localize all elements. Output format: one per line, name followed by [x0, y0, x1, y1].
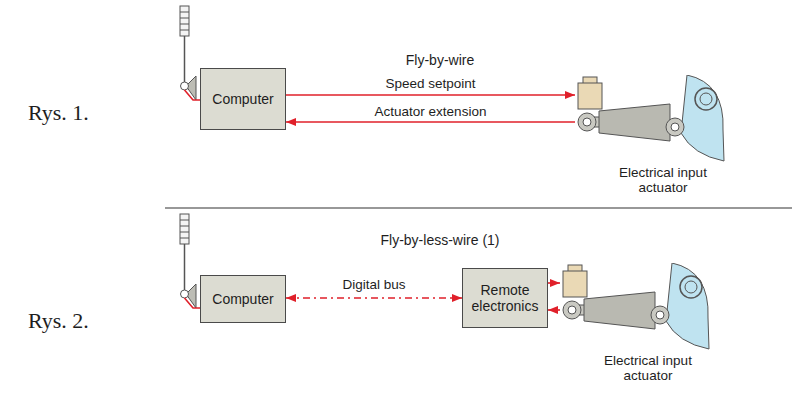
- node-text: Electrical input actuator: [603, 165, 723, 195]
- text-wrap: Computer: [212, 291, 273, 307]
- actuator: Electrical input actuator: [560, 263, 710, 383]
- node-text: Computer: [212, 91, 273, 107]
- panel-title: Fly-by-less-wire (1): [381, 232, 500, 248]
- actuator: Electrical input actuator: [575, 75, 725, 195]
- signal-label: Digital bus: [340, 277, 407, 292]
- computer-box: Computer: [200, 68, 286, 130]
- signal-arrow: [286, 121, 575, 123]
- figure-number: Rys. 2.: [28, 308, 89, 334]
- signal-arrow: [548, 309, 560, 311]
- control-stick: [180, 214, 200, 308]
- text-wrap: Computer: [212, 91, 273, 107]
- signal-label: Actuator extension: [373, 104, 489, 119]
- computer-box: Computer: [200, 275, 286, 323]
- text-wrap: Electrical input actuator: [560, 353, 710, 383]
- actuator-illustration: [560, 263, 710, 353]
- signal-arrow: [286, 297, 462, 299]
- figure-number: Rys. 1.: [28, 100, 89, 126]
- control-stick: [180, 6, 200, 100]
- signal-arrow: [548, 282, 560, 284]
- actuator-illustration: [575, 75, 725, 165]
- panel-title: Fly-by-wire: [406, 52, 474, 68]
- remote-electronics-box: Remote electronics: [462, 268, 548, 328]
- separator-line: [165, 207, 792, 208]
- node-text: Remote electronics: [468, 282, 542, 314]
- node-text: Computer: [212, 291, 273, 307]
- node-text: Electrical input actuator: [588, 353, 708, 383]
- text-wrap: Electrical input actuator: [575, 165, 725, 195]
- signal-label: Speed setpoint: [383, 76, 477, 91]
- text-wrap: Remote electronics: [468, 282, 542, 314]
- signal-arrow: [286, 94, 575, 96]
